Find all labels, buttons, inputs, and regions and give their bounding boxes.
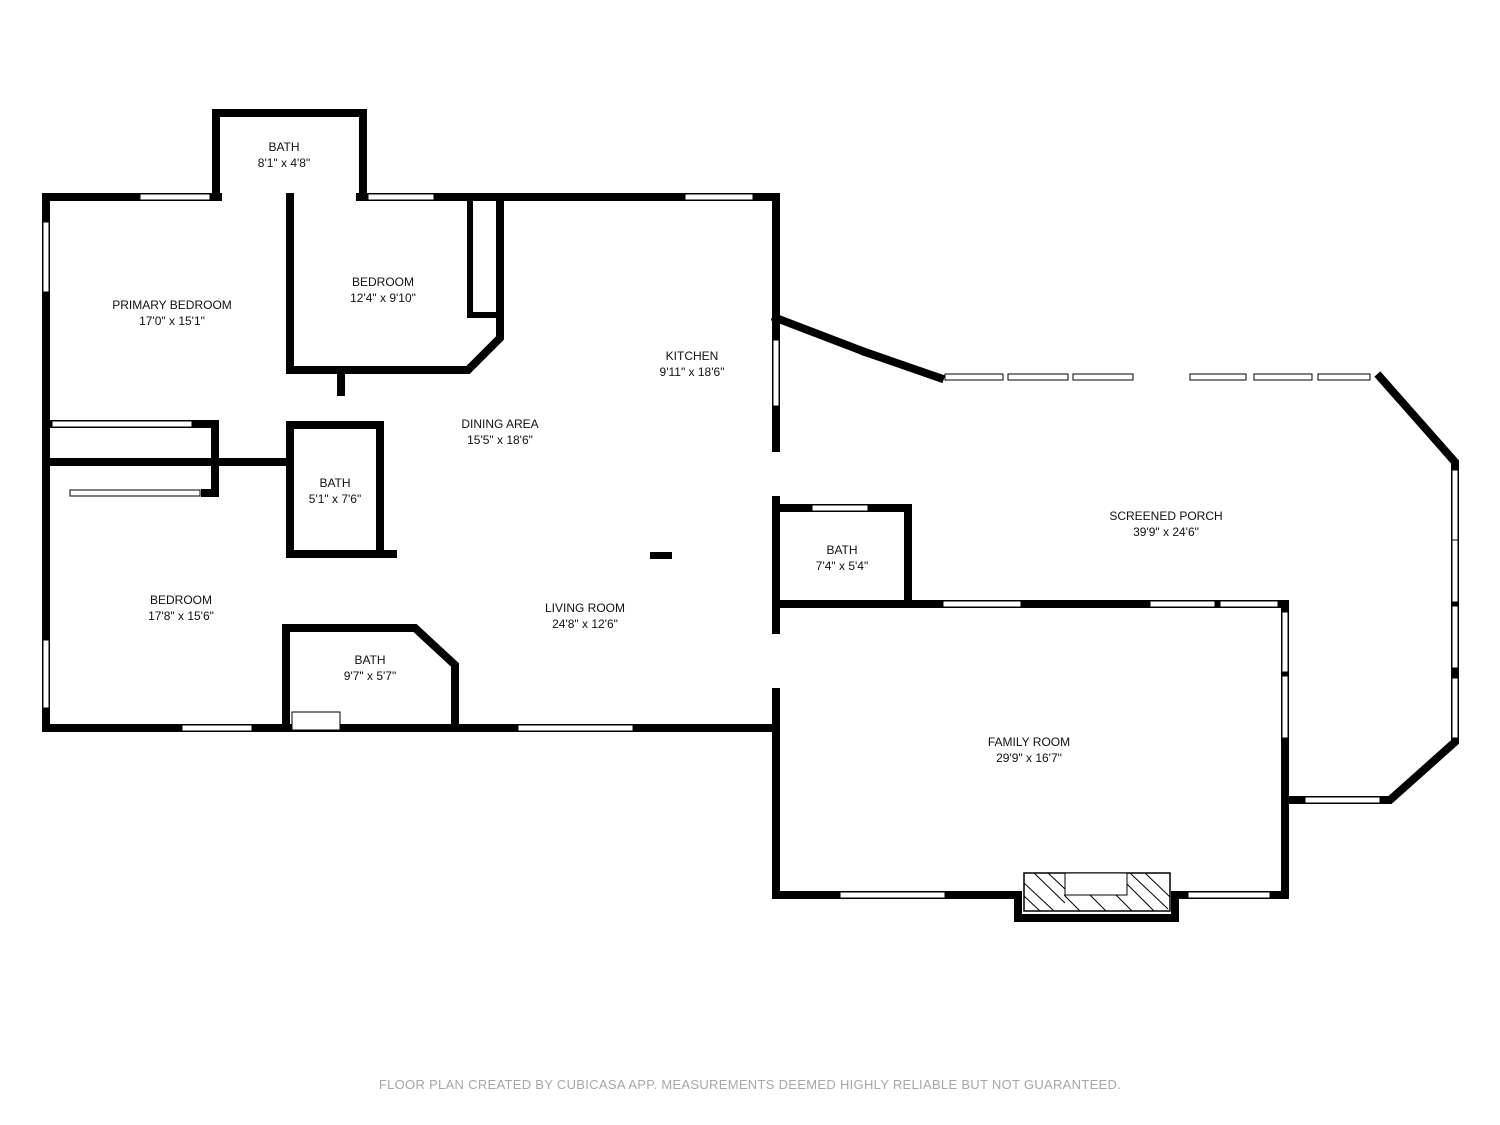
room-dimensions: 29'9" x 16'7" <box>996 751 1062 765</box>
room-bedroom-3: BEDROOM 17'8" x 15'6" <box>148 593 214 623</box>
room-name: PRIMARY BEDROOM <box>112 298 232 312</box>
windows <box>42 193 1459 899</box>
room-dimensions: 17'0" x 15'1" <box>139 314 205 328</box>
room-living-room: LIVING ROOM 24'8" x 12'6" <box>545 601 625 631</box>
room-screened-porch: SCREENED PORCH 39'9" x 24'6" <box>1109 509 1222 539</box>
room-name: BATH <box>826 543 857 557</box>
room-name: BATH <box>268 140 299 154</box>
room-name: FAMILY ROOM <box>988 735 1070 749</box>
interior-walls <box>42 193 672 732</box>
room-name: BEDROOM <box>352 275 414 289</box>
room-bath-lower: BATH 9'7" x 5'7" <box>344 653 396 683</box>
room-dimensions: 17'8" x 15'6" <box>148 609 214 623</box>
room-name: BATH <box>319 476 350 490</box>
porch-walls <box>770 312 1459 922</box>
room-primary-bedroom: PRIMARY BEDROOM 17'0" x 15'1" <box>112 298 232 328</box>
room-dimensions: 5'1" x 7'6" <box>309 492 361 506</box>
room-bath-mid: BATH 5'1" x 7'6" <box>309 476 361 506</box>
room-dimensions: 9'7" x 5'7" <box>344 669 396 683</box>
room-name: KITCHEN <box>666 349 719 363</box>
room-bath-porch: BATH 7'4" x 5'4" <box>816 543 868 573</box>
room-kitchen: KITCHEN 9'11" x 18'6" <box>660 349 725 379</box>
room-dimensions: 9'11" x 18'6" <box>660 365 725 379</box>
room-dimensions: 24'8" x 12'6" <box>552 617 618 631</box>
room-name: LIVING ROOM <box>545 601 625 615</box>
room-dimensions: 15'5" x 18'6" <box>467 433 533 447</box>
room-name: DINING AREA <box>461 417 538 431</box>
room-dimensions: 12'4" x 9'10" <box>350 291 416 305</box>
room-name: BEDROOM <box>150 593 212 607</box>
bath-top-walls <box>212 109 367 201</box>
disclaimer-footer: FLOOR PLAN CREATED BY CUBICASA APP. MEAS… <box>378 1077 1122 1092</box>
room-family-room: FAMILY ROOM 29'9" x 16'7" <box>988 735 1070 765</box>
room-bath-top: BATH 8'1" x 4'8" <box>258 140 310 170</box>
room-dimensions: 7'4" x 5'4" <box>816 559 868 573</box>
room-name: SCREENED PORCH <box>1109 509 1222 523</box>
fireplace <box>1023 872 1171 912</box>
room-dining-area: DINING AREA 15'5" x 18'6" <box>461 417 538 447</box>
room-name: BATH <box>354 653 385 667</box>
room-bedroom-2: BEDROOM 12'4" x 9'10" <box>350 275 416 305</box>
room-dimensions: 8'1" x 4'8" <box>258 156 310 170</box>
room-dimensions: 39'9" x 24'6" <box>1133 525 1199 539</box>
